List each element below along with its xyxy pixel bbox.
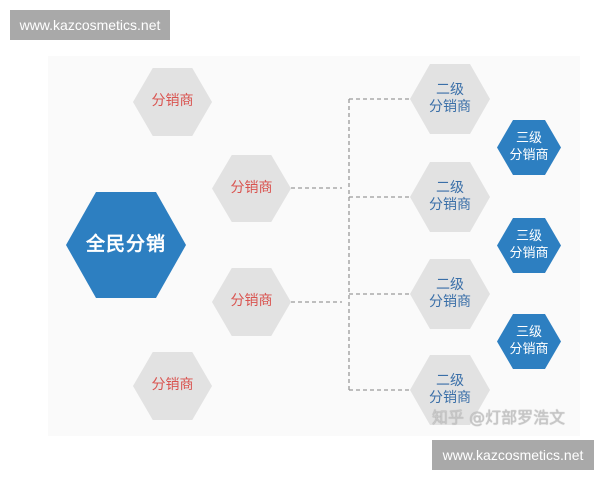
- level2-label-line2: 分销商: [429, 197, 471, 213]
- level3-label-line2: 分销商: [509, 245, 549, 261]
- level3-label-line1: 三级: [515, 325, 542, 341]
- level3-label-line1: 三级: [515, 229, 542, 245]
- level2-node: 二级 分销商: [410, 162, 490, 232]
- root-label: 全民分销: [85, 233, 166, 256]
- watermark-bottom: www.kazcosmetics.net: [432, 440, 594, 470]
- level2-label-line1: 二级: [436, 372, 464, 389]
- level1-label: 分销商: [151, 93, 194, 110]
- level3-label-line1: 三级: [515, 131, 542, 147]
- level1-label: 分销商: [230, 293, 273, 310]
- level2-label-line2: 分销商: [429, 99, 471, 115]
- level1-label: 分销商: [151, 377, 194, 394]
- level2-label-line1: 二级: [436, 179, 464, 196]
- source-credit: 知乎 @灯部罗浩文: [432, 408, 566, 427]
- level2-node: 二级 分销商: [410, 259, 490, 329]
- level2-label-line2: 分销商: [429, 390, 471, 406]
- level2-label-line1: 二级: [436, 81, 464, 98]
- level2-node: 二级 分销商: [410, 64, 490, 134]
- level3-label-line2: 分销商: [509, 341, 549, 357]
- watermark-top: www.kazcosmetics.net: [10, 10, 170, 40]
- level3-label-line2: 分销商: [509, 147, 549, 163]
- level1-node: 分销商: [133, 68, 212, 136]
- level2-label-line2: 分销商: [429, 294, 471, 310]
- level1-label: 分销商: [230, 179, 273, 196]
- level2-label-line1: 二级: [436, 276, 464, 293]
- level1-node: 分销商: [133, 352, 212, 420]
- level2-node: 二级 分销商: [410, 355, 490, 425]
